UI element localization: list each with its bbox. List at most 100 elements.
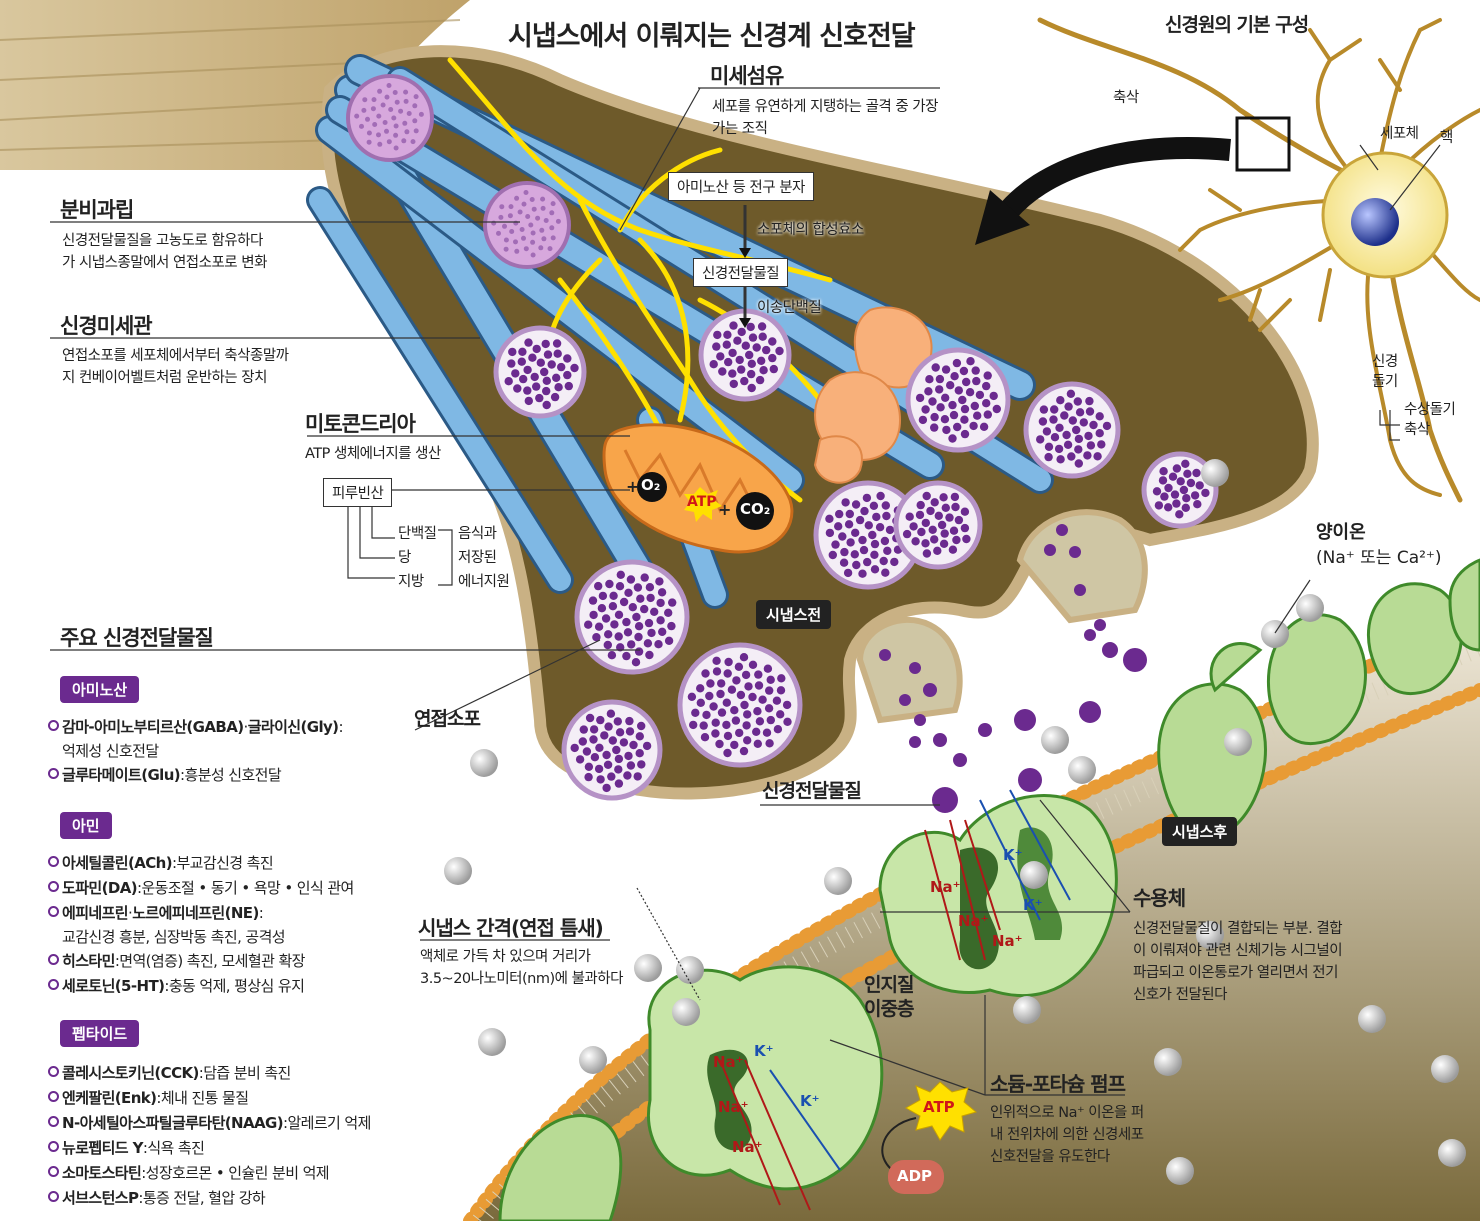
pump-title: 소듐-포타슘 펌프 xyxy=(990,1072,1126,1096)
microfilament-title: 미세섬유 xyxy=(710,64,784,88)
granule-dots xyxy=(491,190,561,258)
synaptic-vesicles xyxy=(354,83,1219,801)
pump-desc: 인위적으로 Na⁺ 이온을 퍼내 전위차에 의한 신경세포 신호전달을 유도한다 xyxy=(990,1105,1144,1165)
precursor-box: 아미노산 등 전구 분자 xyxy=(668,172,814,201)
released-transmitters xyxy=(879,524,1147,813)
label-co2: CO₂ xyxy=(740,500,771,518)
plus-1: + xyxy=(626,477,640,496)
cation-particle xyxy=(1068,756,1096,784)
na-ion-4: Na⁺ xyxy=(930,878,961,896)
transmitter-dot xyxy=(1056,524,1068,536)
neuron-diagram xyxy=(1037,17,1480,503)
cation-particle xyxy=(1196,921,1224,949)
transmitter-item-cont: 교감신경 흥분, 심장박동 촉진, 공격성 xyxy=(62,928,286,946)
label-dendrite: 수상돌기 xyxy=(1404,402,1456,418)
diagram-title: 시냅스에서 이뤄지는 신경계 신호전달 xyxy=(508,21,916,52)
transmitter-dot xyxy=(1069,546,1081,558)
label-nerve-2: 돌기 xyxy=(1372,374,1398,390)
transmitter-item: 뉴로펩티드 Y:식욕 촉진 xyxy=(48,1137,205,1159)
transmitter-item: 감마-아미노부티르산(GABA)·글라이신(Gly): xyxy=(48,716,344,738)
transmitter-dot xyxy=(933,733,947,747)
lipid-line1: 인지질 xyxy=(864,974,914,996)
na-ion-5: Na⁺ xyxy=(958,912,989,930)
cation-particle xyxy=(444,857,472,885)
cation-particle xyxy=(824,867,852,895)
cation-particle xyxy=(672,998,700,1026)
cation-particle xyxy=(1431,1055,1459,1083)
group-amino-acid: 아미노산 xyxy=(60,676,140,703)
label-energy-2: 저장된 xyxy=(458,550,497,566)
pump-adp: ADP xyxy=(897,1167,933,1185)
cation-particle xyxy=(676,956,704,984)
label-sugar: 당 xyxy=(398,550,411,566)
neurotransmitter-box: 신경전달물질 xyxy=(693,258,789,287)
zoom-arrow xyxy=(996,137,1231,223)
transmitter-dot xyxy=(1123,648,1147,672)
transmitter-dot xyxy=(1084,629,1096,641)
cation-particle xyxy=(1020,861,1048,889)
membrane-proteins xyxy=(498,558,1480,1221)
k-ion-2: K⁺ xyxy=(800,1092,820,1110)
transmitter-item: 세로토닌(5-HT):충동 억제, 평상심 유지 xyxy=(48,975,305,997)
synaptic-vesicle xyxy=(893,480,983,570)
er-blobs xyxy=(813,306,933,484)
microtubule-title: 신경미세관 xyxy=(60,314,153,338)
na-ion-1: Na⁺ xyxy=(713,1053,744,1071)
cation-particle xyxy=(1013,996,1041,1024)
cations xyxy=(444,459,1466,1185)
cation-particle xyxy=(634,954,662,982)
synaptic-vesicle xyxy=(561,699,663,801)
granule-title: 분비과립 xyxy=(60,198,134,222)
transmitter-dot xyxy=(923,683,937,697)
group-amine: 아민 xyxy=(60,812,112,839)
na-ion-6: Na⁺ xyxy=(992,932,1023,950)
neuron-title: 신경원의 기본 구성 xyxy=(1165,14,1309,36)
cation-particle xyxy=(1358,1005,1386,1033)
cation-particle xyxy=(579,1046,607,1074)
transmitter-dot xyxy=(1014,709,1036,731)
cation-particle xyxy=(1166,1157,1194,1185)
transmitter-item: 서브스턴스P:통증 전달, 혈압 강하 xyxy=(48,1187,266,1209)
label-protein: 단백질 xyxy=(398,526,437,542)
k-ion-3: K⁺ xyxy=(1003,846,1023,864)
transmitter-dot xyxy=(909,662,921,674)
ion-arrows xyxy=(719,789,1071,1211)
cation-particle xyxy=(478,1028,506,1056)
cation-line2: (Na⁺ 또는 Ca²⁺) xyxy=(1316,548,1442,568)
zoom-box xyxy=(1235,116,1291,172)
cation-particle xyxy=(1224,728,1252,756)
receptor-protein-shape xyxy=(878,794,1118,998)
microtubule-desc: 연접소포를 세포체에서부터 축삭종말까지 컨베이어벨트처럼 운반하는 장치 xyxy=(62,348,289,386)
transmitter-dot xyxy=(899,694,911,706)
k-ion-1: K⁺ xyxy=(754,1042,774,1060)
transmitter-dot xyxy=(1074,584,1086,596)
label-cell-body: 세포체 xyxy=(1380,126,1419,142)
transmitter-item: 에피네프린·노르에피네프린(NE): xyxy=(48,902,264,924)
transporter-label: 이송단백질 xyxy=(757,300,822,316)
na-ion-3: Na⁺ xyxy=(732,1138,763,1156)
label-axon-bottom: 축삭 xyxy=(1404,422,1430,438)
transmitter-dot xyxy=(953,753,967,767)
pump-protein-shape xyxy=(647,965,884,1191)
transmitter-item: 소마토스타틴:성장호르몬 • 인슐린 분비 억제 xyxy=(48,1162,330,1184)
vesicle-label: 연접소포 xyxy=(414,708,481,730)
plus-2: + xyxy=(718,500,732,519)
label-energy-3: 에너지원 xyxy=(458,574,510,590)
label-nerve-1: 신경 xyxy=(1372,354,1398,370)
leader-lines xyxy=(50,87,1311,1096)
postsynaptic-tag: 시냅스후 xyxy=(1162,817,1238,846)
cation-particle xyxy=(1041,726,1069,754)
transmitter-item: N-아세틸아스파틸글루타탄(NAAG):알레르기 억제 xyxy=(48,1112,371,1134)
pump-atp: ATP xyxy=(923,1098,955,1116)
label-o2: O₂ xyxy=(641,476,661,494)
synaptic-vesicle xyxy=(1141,451,1219,529)
pyruvate-box: 피루빈산 xyxy=(323,478,393,507)
cation-particle xyxy=(1296,594,1324,622)
mitochondria-title: 미토콘드리아 xyxy=(305,412,416,436)
receptor-desc: 신경전달물질이 결합되는 부분. 결합이 이뤄져야 관련 신체기능 시그널이 파… xyxy=(1133,921,1343,1003)
microfilament-desc: 세포를 유연하게 지탱하는 골격 중 가장 가는 조직 xyxy=(712,99,938,137)
transmitter-dot xyxy=(1018,768,1042,792)
na-ion-2: Na⁺ xyxy=(718,1098,749,1116)
synaptic-vesicle xyxy=(905,347,1011,453)
